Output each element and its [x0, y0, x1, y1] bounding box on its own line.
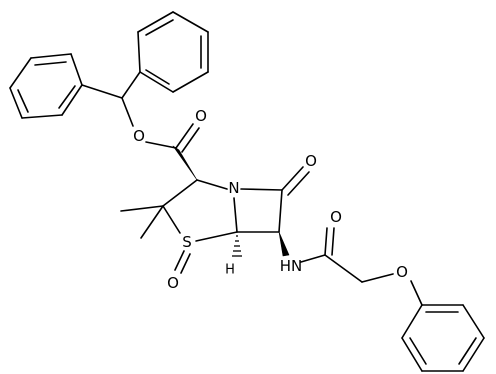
bond-o-carbonyl-c — [145, 141, 177, 149]
bond-ch2-o — [361, 273, 394, 283]
phenyl-ring-top — [137, 11, 209, 93]
atom-n-ring: N — [228, 179, 239, 197]
atom-o-carbonyl-ester: O — [195, 107, 207, 125]
atom-o-amide: O — [330, 208, 342, 226]
bond-co-o-2 — [331, 227, 335, 256]
bond-c-o-double-2 — [181, 127, 200, 153]
bond-s-o-2 — [180, 253, 191, 274]
phenyl-ring-left — [9, 53, 83, 119]
bond-ch-phenyl-left — [81, 84, 123, 99]
bond-ch-phenyl-top — [121, 71, 141, 99]
atom-o-ester: O — [133, 127, 145, 145]
bond-o-phenyl — [410, 280, 423, 306]
bond-c2-s — [162, 205, 181, 234]
atom-nh-amide: HN — [280, 257, 303, 275]
stereo-wedges — [172, 145, 290, 257]
atom-o-sulfoxide: O — [167, 274, 179, 292]
bond-c7-o-1 — [281, 166, 304, 191]
bond-c2-me2 — [140, 205, 164, 239]
wedge-c6-nh — [278, 231, 290, 257]
bond-c2-me1 — [120, 205, 164, 212]
bond-c7-c6 — [278, 189, 283, 233]
bond-ch-o — [121, 97, 134, 127]
bond-s-c5 — [195, 231, 238, 242]
atom-h-stereo: H — [225, 263, 235, 278]
bond-nh-co — [300, 254, 326, 263]
stereo-hashes — [232, 235, 242, 257]
bond-c7-o-2 — [287, 171, 310, 196]
bond-c5-n — [233, 197, 238, 233]
bond-co-o-1 — [324, 227, 328, 256]
atom-labels: O O N O S O H HN O O — [133, 107, 408, 292]
bond-c3-n — [196, 179, 228, 190]
atom-s-ring: S — [182, 233, 192, 251]
phenyl-ring-phenoxy — [401, 304, 485, 372]
atom-o-lactam: O — [305, 152, 317, 170]
wedge-c3-carboxyl — [172, 145, 198, 181]
bond-c-o-double-1 — [175, 123, 194, 149]
bond-n-c7 — [240, 188, 283, 191]
bond-co-ch2 — [324, 254, 363, 283]
atom-o-ether: O — [396, 263, 408, 281]
bond-lines — [9, 11, 485, 372]
bond-s-o-1 — [174, 250, 185, 271]
bond-c3-c2 — [162, 179, 198, 207]
